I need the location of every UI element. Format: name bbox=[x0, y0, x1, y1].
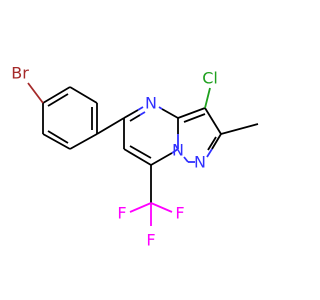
atom-n-bridge: N bbox=[172, 141, 184, 160]
methyl-bond bbox=[220, 123, 259, 135]
br-bond bbox=[27, 82, 44, 104]
atom-cl: Cl bbox=[202, 69, 218, 88]
atom-br: Br bbox=[11, 64, 29, 83]
cl-bond bbox=[204, 87, 211, 109]
aryl-link-bond bbox=[96, 117, 125, 135]
atom-f-left: F bbox=[117, 204, 126, 223]
pyrimidine-ring bbox=[123, 106, 179, 166]
molecule-diagram: Br Cl N N N F F F bbox=[11, 63, 259, 250]
f-left-bond bbox=[129, 202, 152, 213]
f-right-bond bbox=[150, 202, 173, 213]
atom-n-pyrazole: N bbox=[194, 153, 206, 172]
bromophenyl-ring bbox=[42, 86, 98, 150]
atom-n-pyrimidine: N bbox=[145, 94, 157, 113]
structure-svg: Br Cl N N N F F F bbox=[11, 64, 259, 250]
atom-f-bottom: F bbox=[146, 231, 155, 250]
atom-f-right: F bbox=[175, 204, 184, 223]
pyrazole-ring bbox=[177, 107, 222, 163]
